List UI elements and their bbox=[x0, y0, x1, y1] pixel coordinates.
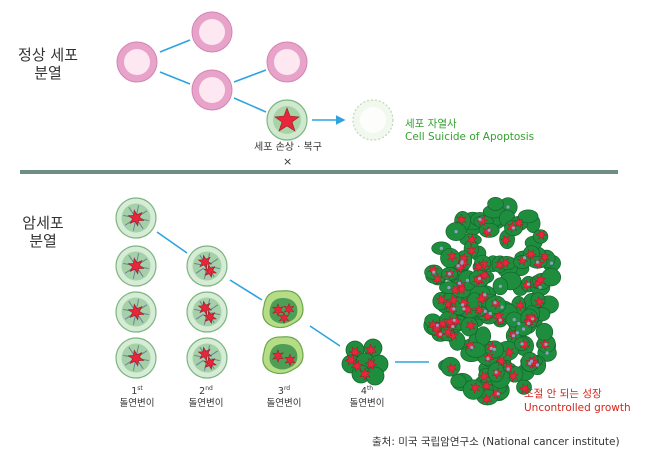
apoptosis-label-ko: 세포 자열사 bbox=[405, 118, 457, 130]
arrow-normal-3 bbox=[233, 69, 267, 83]
stage-3-sup: rd bbox=[283, 385, 291, 392]
stage-4-text: 돌연변이 bbox=[349, 397, 385, 409]
x-mark: × bbox=[283, 155, 293, 168]
stage-3-num: 3 bbox=[277, 386, 284, 398]
arrow-normal-2 bbox=[159, 71, 191, 85]
stage-2-text: 돌연변이 bbox=[188, 397, 224, 409]
cancer-cells-group bbox=[115, 197, 389, 386]
stage-3-text: 돌연변이 bbox=[266, 397, 302, 409]
arrow-normal-1 bbox=[159, 39, 191, 53]
stage3-cell-2 bbox=[262, 336, 304, 375]
cancer-title-line2: 분열 bbox=[29, 232, 57, 250]
damaged-cell bbox=[266, 99, 308, 141]
arrow-cancer-2 bbox=[229, 279, 263, 301]
stage-1-text: 돌연변이 bbox=[119, 397, 155, 409]
stage-4-num: 4 bbox=[360, 386, 367, 398]
stage2-cell-3 bbox=[186, 337, 228, 379]
normal-cell-parent bbox=[116, 41, 158, 83]
apoptosis-cell bbox=[352, 99, 394, 141]
stage-1-sup: st bbox=[137, 385, 143, 392]
normal-cell-child-mid bbox=[191, 69, 233, 111]
normal-title-line1: 정상 세포 bbox=[18, 46, 78, 64]
arrow-normal-4 bbox=[233, 97, 267, 113]
cancer-section-title: 암세포 분열 bbox=[8, 214, 78, 250]
stage-4-label: 4th 돌연변이 bbox=[342, 385, 392, 409]
arrow-cancer-3 bbox=[309, 325, 341, 347]
stage2-cell-1 bbox=[186, 245, 228, 287]
growth-label-en: Uncontrolled growth bbox=[524, 402, 631, 414]
cancer-title-line1: 암세포 bbox=[22, 214, 64, 232]
stage1-cell-4 bbox=[115, 337, 157, 379]
stage1-cell-3 bbox=[115, 291, 157, 333]
stage3-cell-1 bbox=[262, 290, 304, 329]
stage2-cell-2 bbox=[186, 291, 228, 333]
growth-label-ko: 조절 안 되는 성장 bbox=[524, 388, 602, 400]
stage-1-num: 1 bbox=[131, 386, 138, 398]
arrow-cancer-1 bbox=[156, 231, 188, 254]
stage-4-sup: th bbox=[366, 385, 374, 392]
tumor-mass bbox=[423, 196, 562, 406]
stage4-clump bbox=[341, 338, 389, 386]
normal-cell-grandchild bbox=[266, 41, 308, 83]
stage1-cell-2 bbox=[115, 245, 157, 287]
normal-section-title: 정상 세포 분열 bbox=[13, 46, 83, 82]
stage-2-sup: nd bbox=[205, 385, 213, 392]
damage-label: 세포 손상 · 복구 bbox=[254, 142, 322, 153]
stage-3-label: 3rd 돌연변이 bbox=[259, 385, 309, 409]
stage-1-label: 1st 돌연변이 bbox=[112, 385, 162, 409]
stage-2-num: 2 bbox=[199, 386, 206, 398]
stage1-cell-1 bbox=[115, 197, 157, 239]
normal-title-line2: 분열 bbox=[34, 64, 62, 82]
stage-2-label: 2nd 돌연변이 bbox=[181, 385, 231, 409]
normal-cell-child-top bbox=[191, 11, 233, 53]
section-divider bbox=[20, 170, 618, 174]
source-citation: 출처: 미국 국립암연구소 (National cancer institute… bbox=[372, 436, 620, 448]
apoptosis-label-en: Cell Suicide of Apoptosis bbox=[405, 131, 535, 143]
